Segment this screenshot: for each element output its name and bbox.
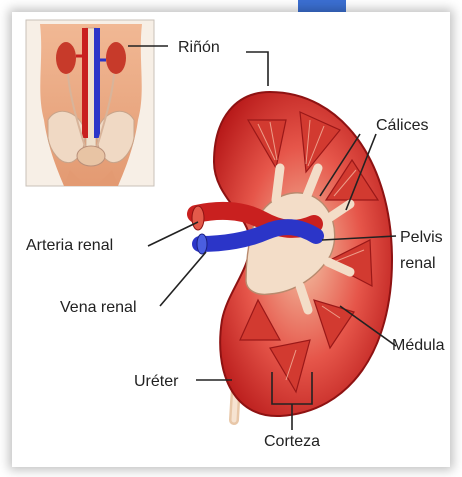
label-arteria-renal: Arteria renal [26, 237, 113, 254]
label-renal: renal [400, 255, 436, 272]
label-vena-renal: Vena renal [60, 299, 137, 316]
label-calices: Cálices [376, 117, 428, 134]
label-ureter: Uréter [134, 373, 179, 390]
label-corteza: Corteza [264, 433, 320, 450]
label-medula: Médula [392, 337, 445, 354]
label-rinon: Riñón [178, 39, 220, 56]
body-inset [26, 20, 154, 186]
label-pelvis: Pelvis [400, 229, 443, 246]
